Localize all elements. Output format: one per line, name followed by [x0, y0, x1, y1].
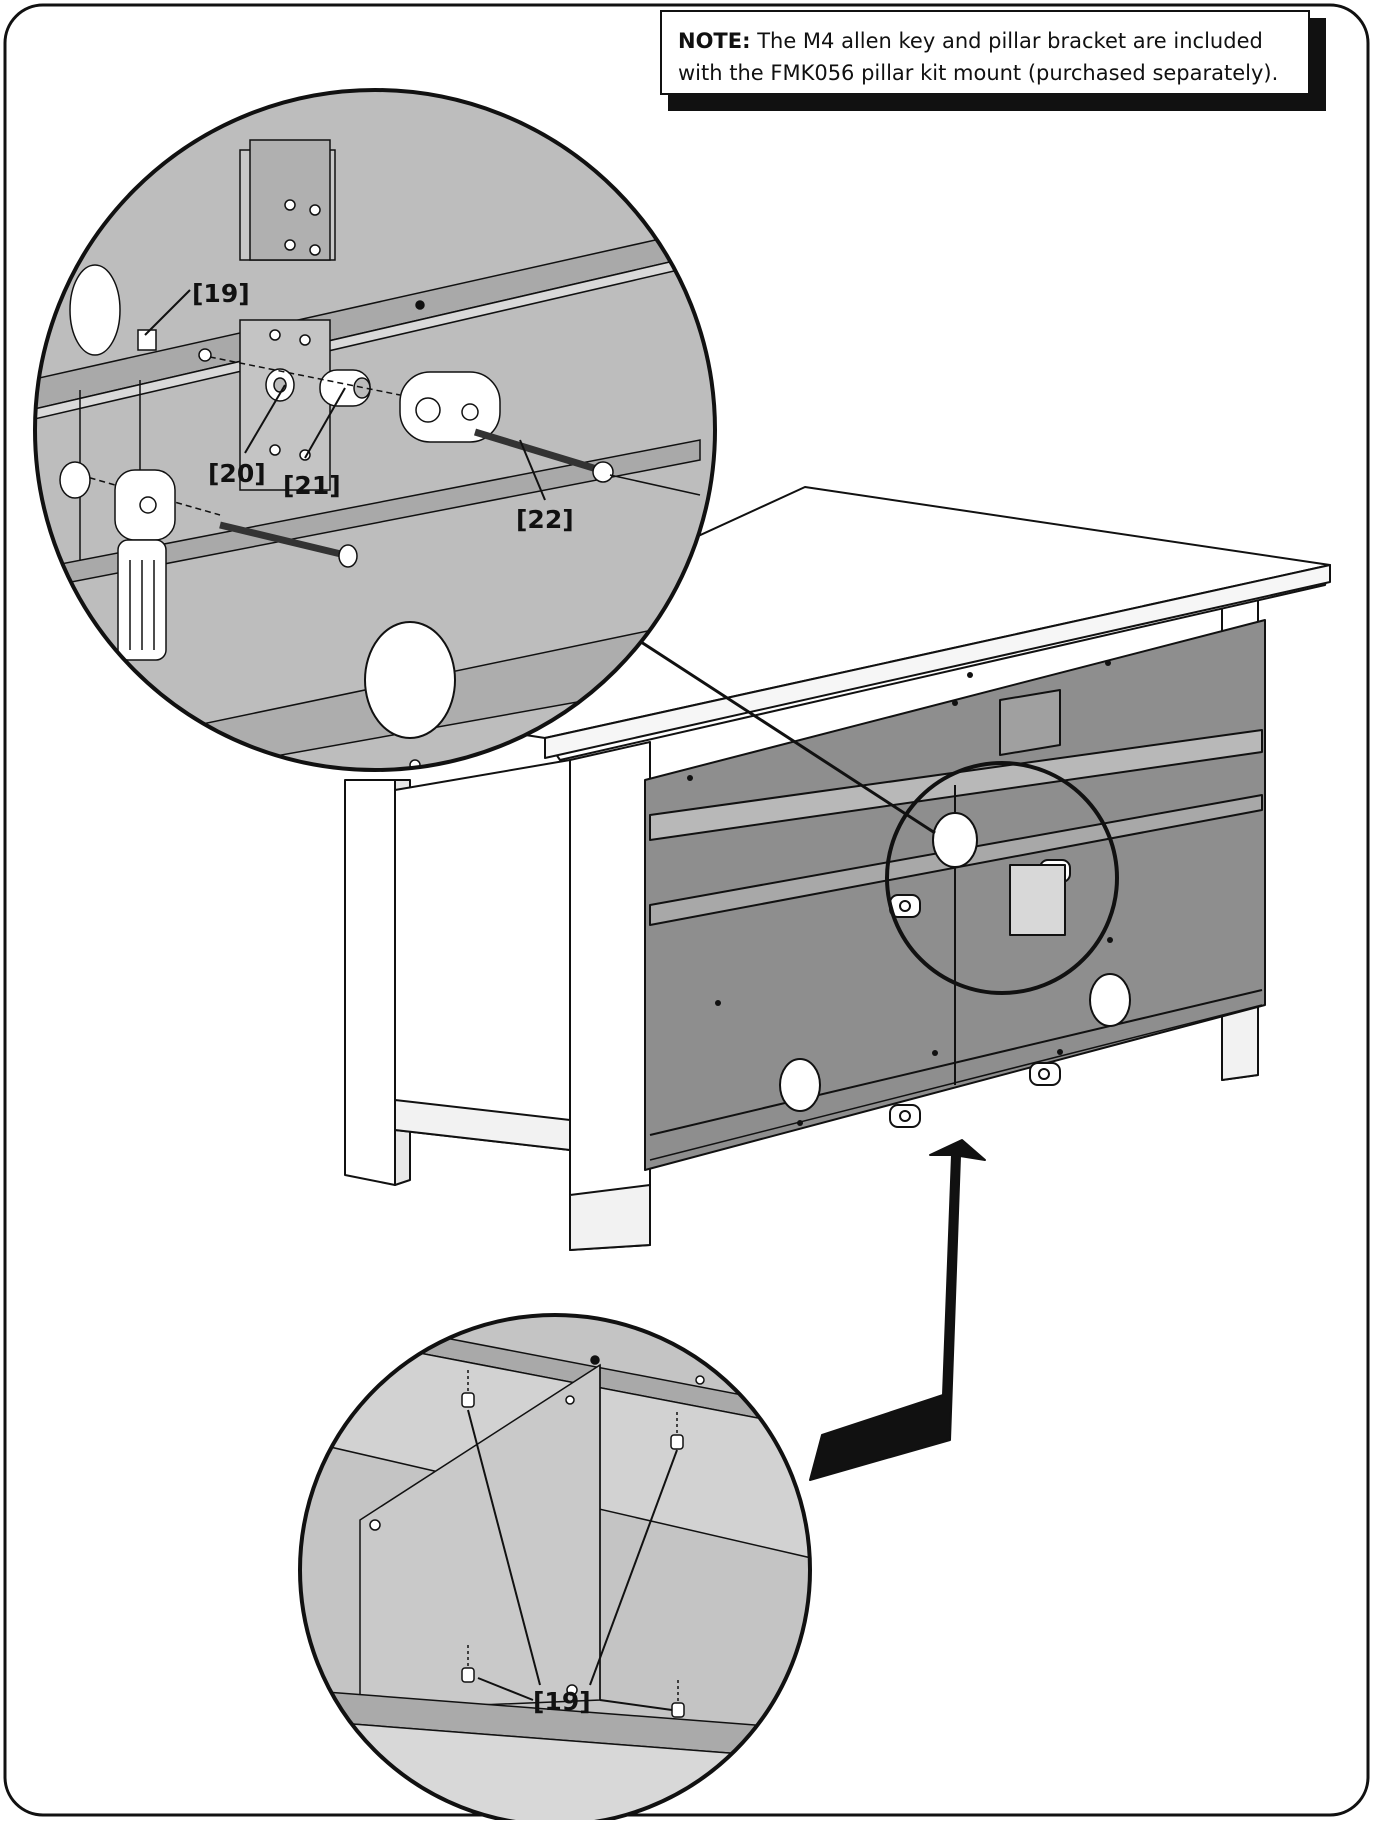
zoom-indicator-circle: [885, 761, 1119, 995]
back-left-leg: [344, 779, 396, 1186]
callout-21: [21]: [283, 471, 341, 500]
tv-cabinet: [329, 486, 1331, 1251]
note-label: NOTE:: [678, 29, 751, 53]
note-line-1: NOTE: The M4 allen key and pillar bracke…: [678, 25, 1292, 57]
cable-hole-detail: [364, 621, 456, 739]
direction-arrow: [809, 1139, 986, 1481]
callout-20: [20]: [208, 459, 266, 488]
note-box: NOTE: The M4 allen key and pillar bracke…: [660, 10, 1310, 95]
note-callout: NOTE: The M4 allen key and pillar bracke…: [660, 10, 1326, 111]
page-border: [3, 3, 1370, 1817]
detail-magnifier-bottom: [298, 1313, 812, 1825]
left-side-panel: [394, 759, 571, 1151]
cable-hole: [932, 812, 978, 868]
detail-magnifier-top: [33, 88, 717, 772]
front-left-leg: [569, 741, 651, 1251]
callout-19-top: [19]: [192, 279, 250, 308]
callout-19-bottom: [19]: [533, 1687, 591, 1716]
note-text-2: with the FMK056 pillar kit mount (purcha…: [678, 61, 1279, 85]
magnifier-connector: [637, 638, 936, 835]
note-text-1: The M4 allen key and pillar bracket are …: [757, 29, 1263, 53]
callout-22: [22]: [516, 505, 574, 534]
